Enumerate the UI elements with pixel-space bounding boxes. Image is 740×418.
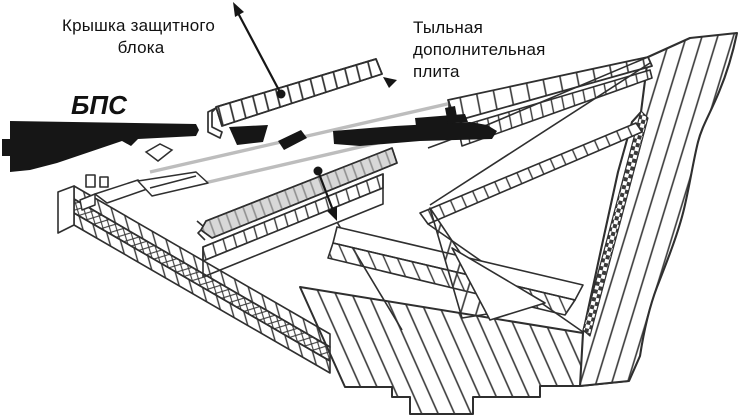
flying-rear-plate (333, 122, 497, 146)
mounting-bracket (79, 171, 209, 211)
cover-label-line2: блока (118, 38, 165, 57)
era-bolt-2 (99, 176, 109, 188)
era-end-cap (57, 185, 75, 234)
era-sandwich-band (57, 174, 331, 374)
thrown-gray-plate (200, 147, 398, 239)
cover-arrow-head (233, 2, 244, 17)
armor-structure (57, 31, 739, 415)
callout-arrows (233, 2, 337, 221)
rear-plate-label-line1: Тыльная (413, 18, 483, 37)
rear-plate-label: Тыльная дополнительная плита (413, 18, 551, 81)
right-armor-wedge (578, 31, 739, 388)
cover-label: Крышка защитного блока (62, 16, 220, 57)
cover-plate-bracket (207, 107, 223, 139)
era-bolt-1 (85, 174, 96, 188)
protective-block-cover-plate (207, 58, 383, 139)
plate-arrow-head (327, 206, 337, 221)
black-fragments (2, 77, 497, 172)
edge-top-right (486, 56, 649, 126)
projectile-tail-tab (2, 139, 10, 156)
cover-fragment-2 (278, 130, 307, 150)
inner-wedge-white (451, 247, 546, 321)
checkered-seal-strip (582, 110, 649, 337)
cover-callout-arrow (233, 2, 286, 99)
edge-apex-diagonal (429, 62, 651, 206)
small-black-wedge (383, 77, 397, 88)
plate-callout-arrow (313, 166, 337, 221)
projectile-silhouette (10, 121, 199, 172)
cover-fragment-1 (229, 125, 268, 145)
flying-rear-plate-tab (445, 106, 458, 124)
rear-plate-label-line2: дополнительная (413, 40, 546, 59)
era-top-plate (73, 185, 331, 348)
spall-fragment (144, 143, 174, 162)
inner-ladder-band (419, 122, 643, 225)
rear-plate-label-line3: плита (413, 62, 460, 81)
projectile-label: БПС (71, 90, 128, 120)
cover-label-line1: Крышка защитного (62, 16, 215, 35)
